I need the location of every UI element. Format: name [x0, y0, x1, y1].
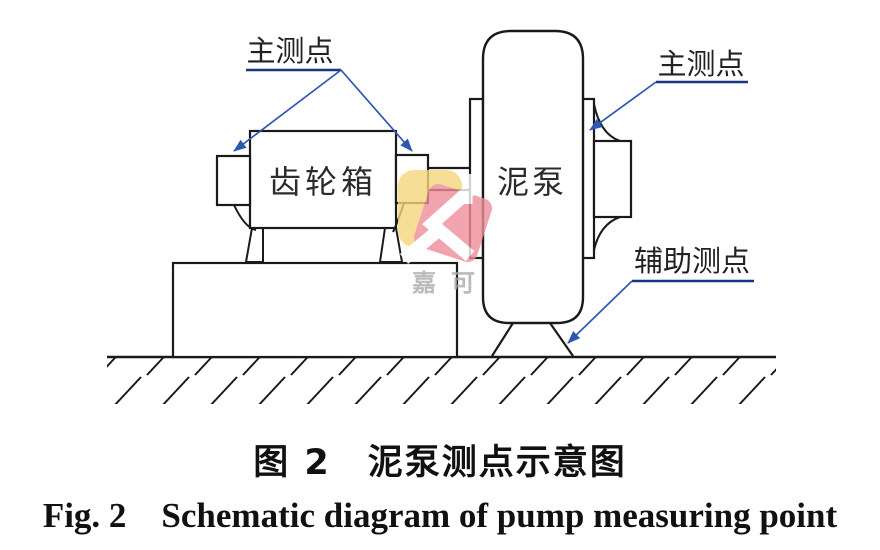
pump-right-foot-line	[549, 322, 574, 357]
gearbox-left-bearing	[215, 154, 252, 207]
main-point-left-leader-b	[340, 69, 413, 152]
caption-english: Fig. 2 Schematic diagram of pump measuri…	[42, 496, 838, 535]
gearbox-pedestal	[171, 261, 459, 359]
caption-chinese: 图 2 泥泵测点示意图	[253, 443, 627, 483]
ground-hatching	[107, 357, 776, 404]
gearbox-label: 齿轮箱	[269, 164, 377, 200]
schematic-canvas: 齿轮箱 泥泵 主测点 主测点 辅助测点 嘉可	[107, 29, 776, 404]
main-point-right-leader	[589, 81, 657, 131]
watermark-k-stroke-main	[422, 185, 475, 261]
aux-point-leader	[567, 280, 633, 344]
left-bearing-bracket-arc	[233, 204, 257, 231]
main-point-left-label: 主测点	[246, 35, 333, 68]
watermark-text: 嘉可	[412, 269, 490, 297]
pump-body	[481, 29, 585, 325]
pump-label: 泥泵	[497, 164, 567, 200]
watermark-logo: 嘉可	[398, 170, 492, 297]
watermark-k-stroke-band	[399, 224, 445, 264]
main-point-left-leader-a	[233, 69, 342, 152]
pump-left-foot-line	[491, 322, 514, 357]
pump-bearing-lower-arc	[593, 216, 621, 251]
aux-point-label: 辅助测点	[634, 245, 750, 278]
pump-bearing-upper-arc	[593, 103, 621, 142]
pump-right-bearing	[592, 139, 633, 219]
gearbox-left-foot	[244, 227, 264, 263]
main-point-right-label: 主测点	[657, 48, 744, 81]
